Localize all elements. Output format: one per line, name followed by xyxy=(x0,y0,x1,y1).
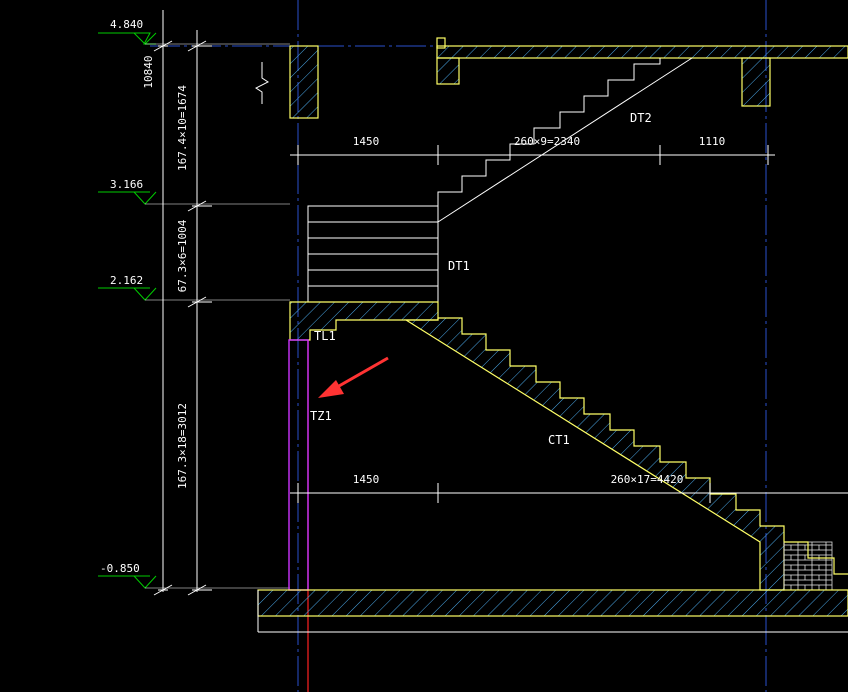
label-ct1: CT1 xyxy=(548,433,570,447)
elevation-label: 3.166 xyxy=(110,178,143,191)
break-symbol xyxy=(255,62,269,104)
landing-dt1 xyxy=(307,205,439,303)
dim-top-mid-label: 260×9=2340 xyxy=(514,135,580,148)
elevation-label: 2.162 xyxy=(110,274,143,287)
brick-steps xyxy=(784,541,848,575)
elevation-label: -0.850 xyxy=(100,562,140,575)
elevation-marker-2162: 2.162 xyxy=(98,274,290,301)
top-slab xyxy=(289,37,848,119)
dim-top-left-label: 1450 xyxy=(353,135,380,148)
elevation-label: 4.840 xyxy=(110,18,143,31)
dim-top-right-label: 1110 xyxy=(699,135,726,148)
dim-lower-label: 167.3×18=3012 xyxy=(176,403,189,489)
dim-total-label: 10840 xyxy=(142,55,155,88)
elevation-marker-3166: 3.166 xyxy=(98,178,290,205)
horizontal-dims-top xyxy=(290,145,775,165)
label-tz1: TZ1 xyxy=(310,409,332,423)
flight-ct1 xyxy=(403,317,785,591)
flight-dt2-steps xyxy=(437,58,661,206)
elevation-marker-0850: -0.850 xyxy=(98,562,290,589)
label-tl1: TL1 xyxy=(314,329,336,343)
ground-slab xyxy=(257,589,848,617)
label-dt1: DT1 xyxy=(448,259,470,273)
elevation-marker-4840: 4.840 xyxy=(98,18,290,45)
dim-bottom-left-label: 1450 xyxy=(353,473,380,486)
label-dt2: DT2 xyxy=(630,111,652,125)
dim-bottom-mid-label: 260×17=4420 xyxy=(611,473,684,486)
vertical-dimensions xyxy=(153,10,212,596)
horizontal-dims-bottom xyxy=(290,483,848,503)
flight-dt2-soffit xyxy=(437,57,693,223)
red-arrow-annotation xyxy=(318,356,389,398)
dim-middle-label: 67.3×6=1004 xyxy=(176,219,189,292)
dim-upper-label: 167.4×10=1674 xyxy=(176,85,189,171)
